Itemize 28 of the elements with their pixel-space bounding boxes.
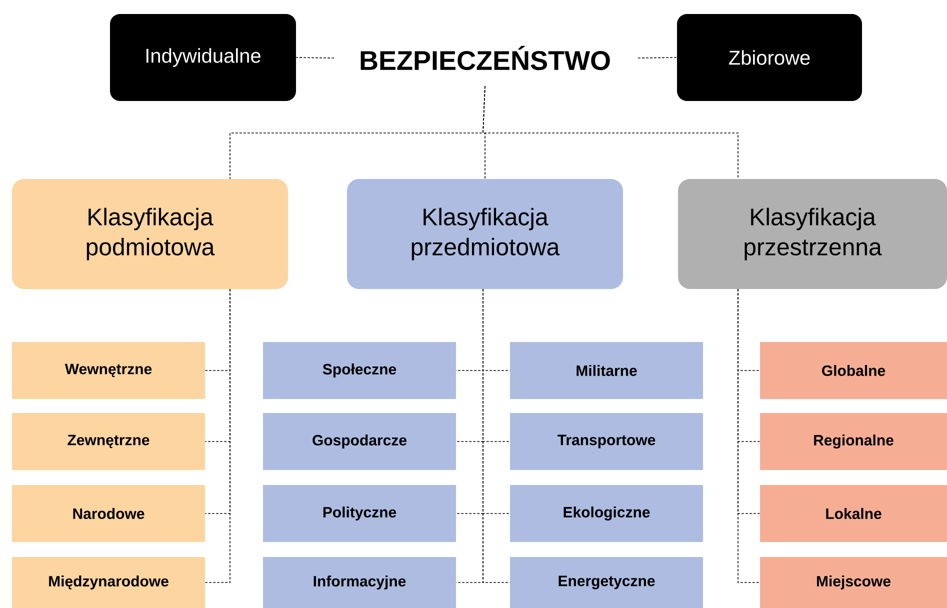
type-box: Informacyjne: [263, 557, 456, 608]
type-box: Miejscowe: [760, 557, 947, 608]
category-box: Klasyfikacja przedmiotowa: [347, 179, 623, 289]
type-box: Lokalne: [760, 485, 947, 542]
connector-line: [296, 57, 334, 58]
type-box: Militarne: [510, 342, 703, 399]
type-box: Wewnętrzne: [12, 342, 205, 399]
type-box: Energetyczne: [510, 557, 703, 608]
category-box: Klasyfikacja podmiotowa: [12, 179, 288, 289]
type-box: Społeczne: [263, 342, 456, 399]
label-box: Indywidualne: [110, 14, 296, 101]
type-box: Transportowe: [510, 413, 703, 470]
connector-line: [738, 288, 760, 583]
type-box: Narodowe: [12, 485, 205, 542]
type-box: Międzynarodowe: [12, 557, 205, 608]
connector-line: [482, 86, 738, 180]
category-box: Klasyfikacja przestrzenna: [678, 179, 947, 289]
type-box: Globalne: [760, 342, 947, 399]
connector-line: [638, 57, 678, 58]
connector-line: [482, 288, 510, 583]
title-text: BEZPIECZEŃSTWO: [360, 46, 610, 70]
type-box: Gospodarcze: [263, 413, 456, 470]
type-box: Zewnętrzne: [12, 413, 205, 470]
type-box: Polityczne: [263, 485, 456, 542]
connector-line: [204, 288, 230, 583]
type-box: Ekologiczne: [510, 485, 703, 542]
type-box: Regionalne: [760, 413, 947, 470]
label-box: Zbiorowe: [677, 14, 862, 101]
